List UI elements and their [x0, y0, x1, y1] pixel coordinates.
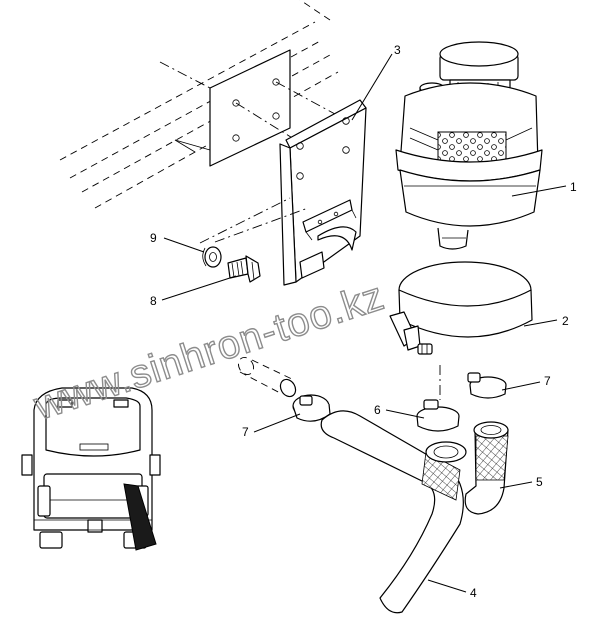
plate-hole: [232, 134, 240, 142]
watermark-text: www.sinhron-too.kz: [28, 274, 389, 429]
callout-7-lower: 7: [242, 425, 249, 439]
pipe-stub: [238, 357, 297, 398]
callout-6: 6: [374, 403, 381, 417]
plate-hole: [232, 99, 240, 107]
hose-clamp-left: [292, 394, 331, 422]
highlighted-location: [123, 483, 157, 551]
leader-lines: [161, 53, 567, 593]
hose-clamp-upper-right: [467, 372, 507, 399]
plate-hole: [272, 112, 280, 120]
callout-4: 4: [470, 586, 477, 600]
plate-hole: [272, 78, 280, 86]
callout-8: 8: [150, 294, 157, 308]
hose-right: [464, 421, 509, 515]
hose-long: [320, 410, 467, 614]
callout-3: 3: [394, 43, 401, 57]
callout-7-upper: 7: [544, 374, 551, 388]
hose-clamp-small: [416, 365, 460, 432]
band-clamp: [389, 261, 533, 355]
bus-rear-view: [21, 387, 161, 551]
callout-5: 5: [536, 475, 543, 489]
callout-9: 9: [150, 231, 157, 245]
filter-reservoir: [395, 41, 543, 250]
frame-rail: [59, 0, 339, 209]
washer: [199, 197, 291, 268]
bolt: [227, 255, 261, 283]
bracket: [214, 99, 367, 286]
callout-1: 1: [570, 180, 577, 194]
callout-2: 2: [562, 314, 569, 328]
